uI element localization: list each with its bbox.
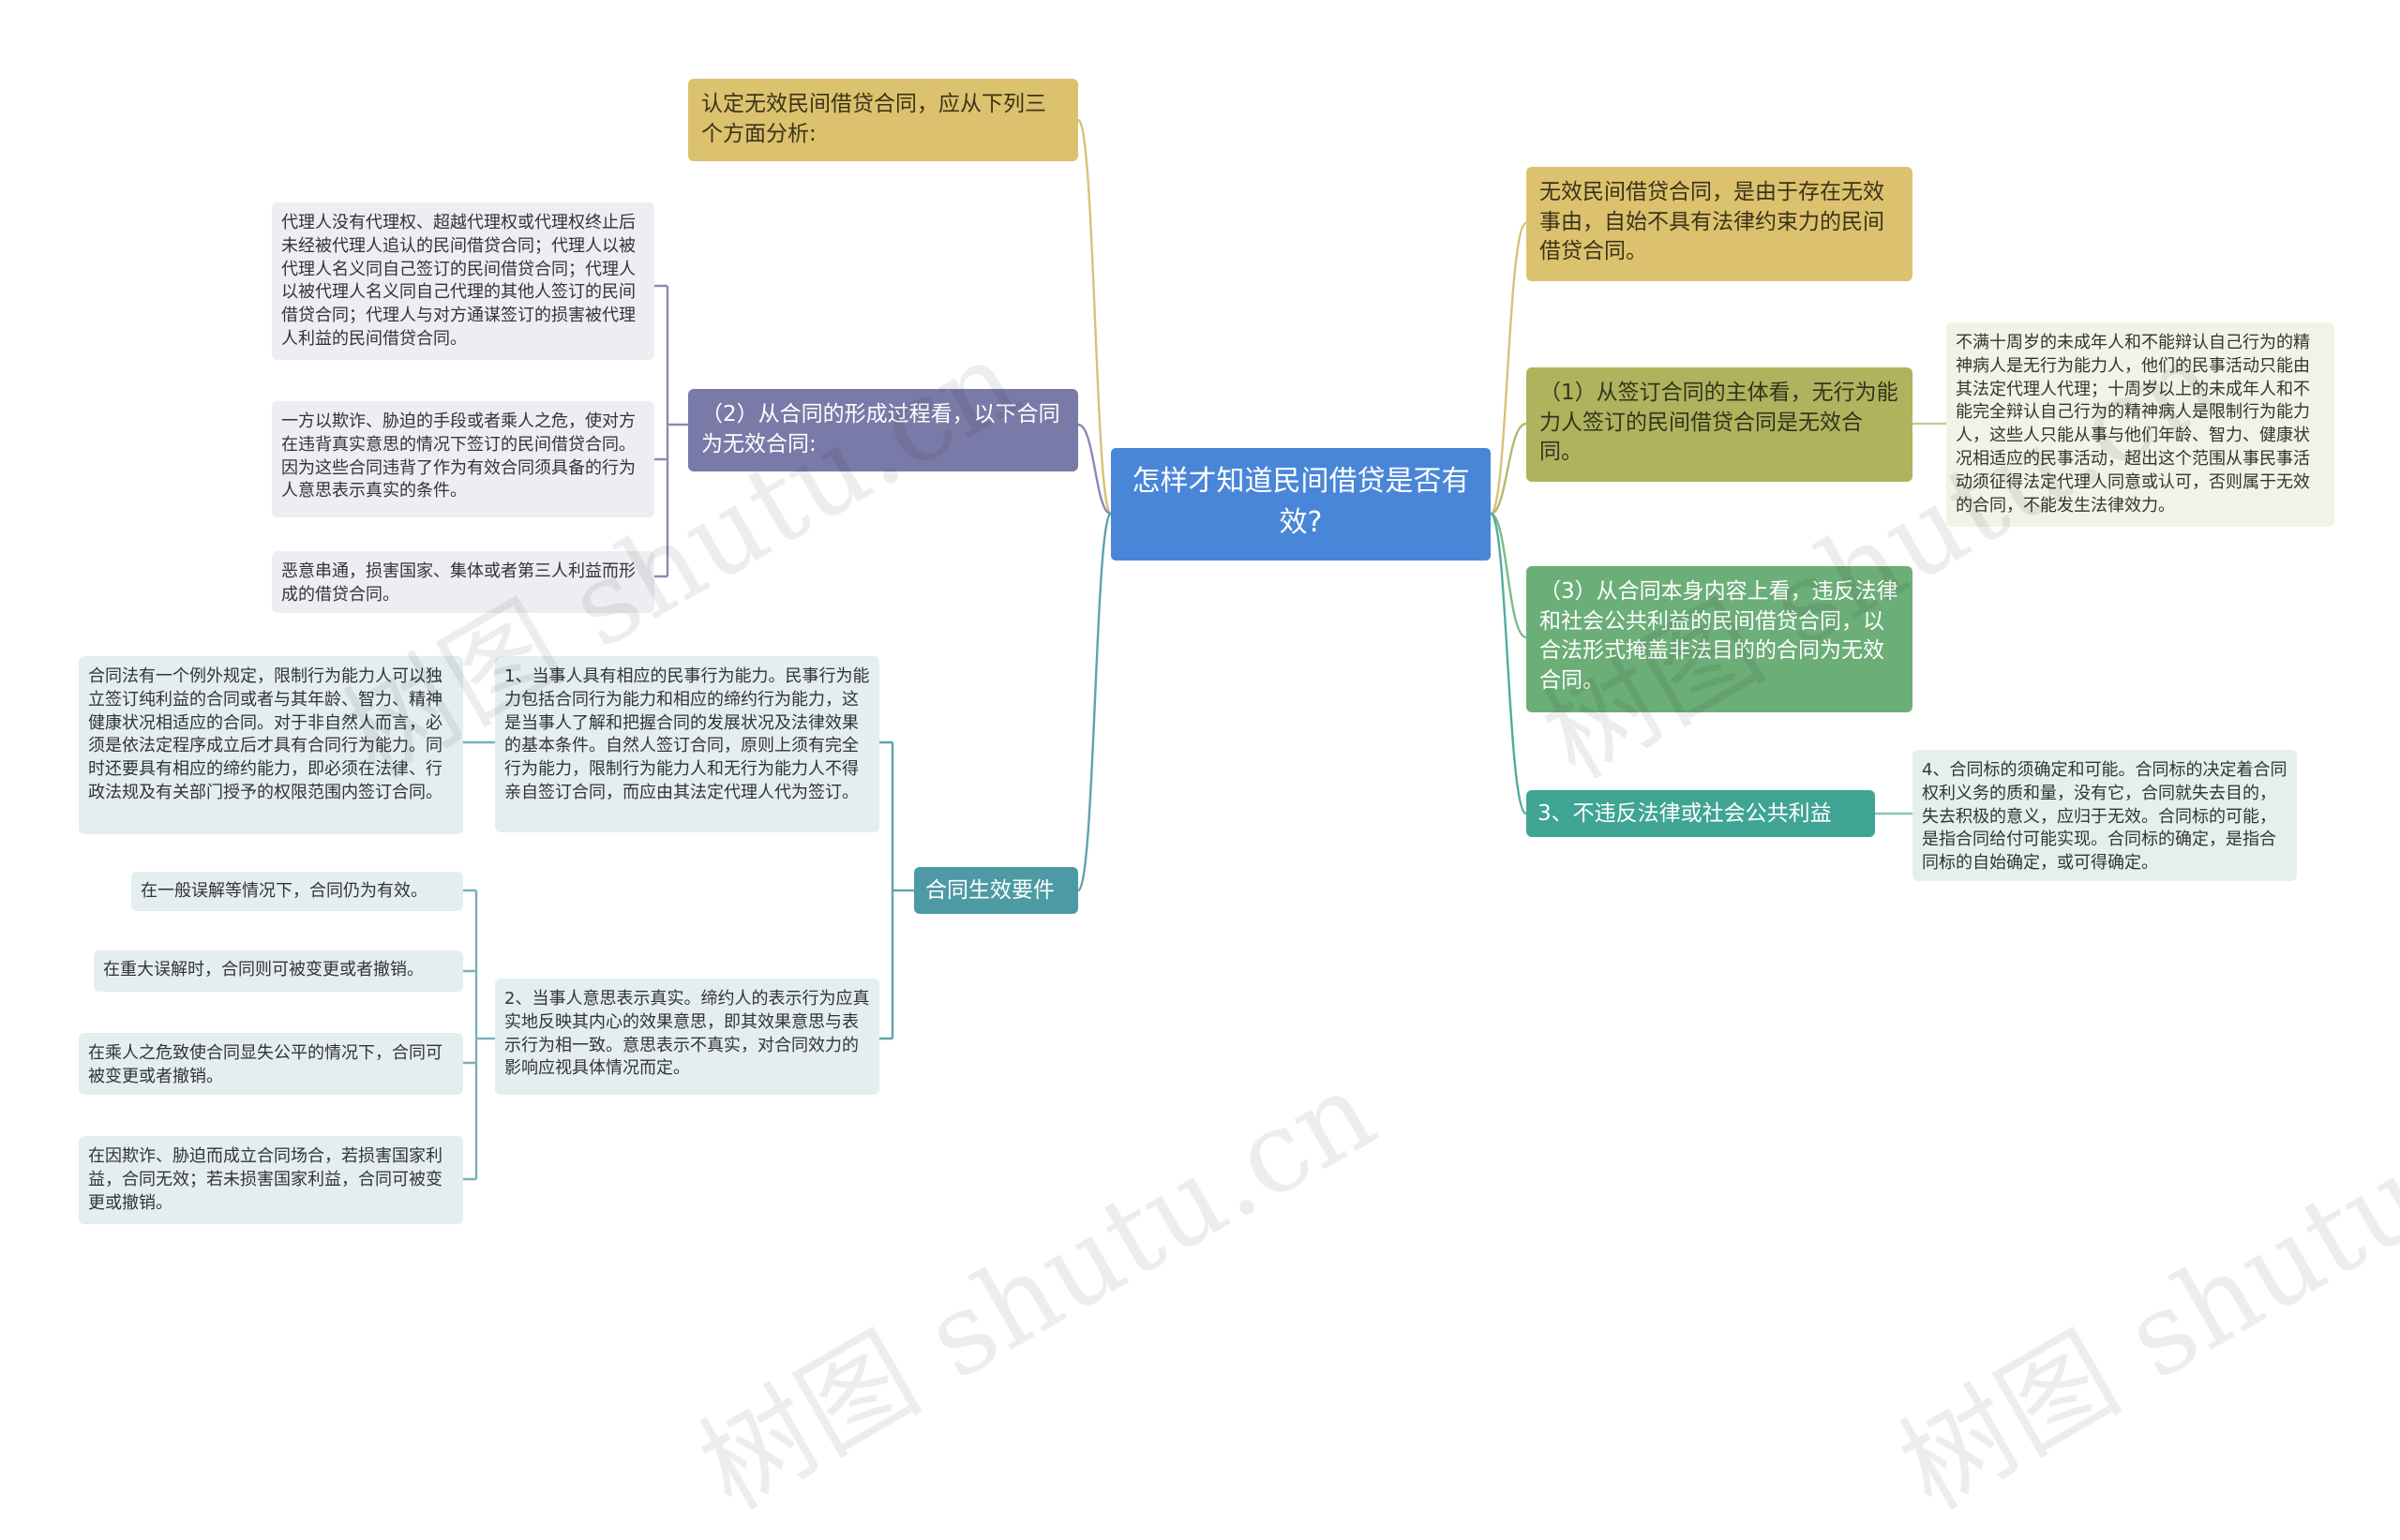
intent-general-mistake[interactable]: 在一般误解等情况下，合同仍为有效。 <box>131 872 463 911</box>
branch-analysis[interactable]: 认定无效民间借贷合同，应从下列三个方面分析: <box>688 79 1078 161</box>
branch-subject[interactable]: （1）从签订合同的主体看，无行为能力人签订的民间借贷合同是无效合同。 <box>1526 367 1912 482</box>
link-root-formation <box>1077 423 1112 516</box>
root-topic[interactable]: 怎样才知道民间借贷是否有效? <box>1111 448 1491 561</box>
link-validity-children <box>879 740 914 1040</box>
formation-item-agency[interactable]: 代理人没有代理权、超越代理权或代理权终止后未经被代理人追认的民间借贷合同；代理人… <box>272 202 654 360</box>
validity-capacity[interactable]: 1、当事人具有相应的民事行为能力。民事行为能力包括合同行为能力和相应的缔约行为能… <box>495 656 879 832</box>
formation-item-fraud[interactable]: 一方以欺诈、胁迫的手段或者乘人之危，使对方在违背真实意思的情况下签订的民间借贷合… <box>272 401 654 517</box>
link-formation-children <box>654 284 688 578</box>
link-root-content <box>1490 512 1527 639</box>
connector-lines <box>463 118 1946 1181</box>
validity-intent[interactable]: 2、当事人意思表示真实。缔约人的表示行为应真实地反映其内心的效果意思，即其效果意… <box>495 979 879 1095</box>
formation-item-collusion[interactable]: 恶意串通，损害国家、集体或者第三人利益而形成的借贷合同。 <box>272 551 654 613</box>
capacity-exception[interactable]: 合同法有一个例外规定，限制行为能力人可以独立签订纯利益的合同或者与其年龄、智力、… <box>79 656 463 834</box>
public-subject-matter[interactable]: 4、合同标的须确定和可能。合同标的决定着合同权利义务的质和量，没有它，合同就失去… <box>1912 750 2297 881</box>
link-root-analysis <box>1076 118 1113 516</box>
link-intent-children <box>463 889 495 1181</box>
link-root-subject <box>1490 422 1527 516</box>
intent-fraud[interactable]: 在因欺诈、胁迫而成立合同场合，若损害国家利益，合同无效；若未损害国家利益，合同可… <box>79 1136 463 1224</box>
link-root-validity <box>1076 512 1113 892</box>
branch-content[interactable]: （3）从合同本身内容上看，违反法律和社会公共利益的民间借贷合同，以合法形式掩盖非… <box>1526 566 1912 712</box>
intent-major-mistake[interactable]: 在重大误解时，合同则可被变更或者撤销。 <box>94 950 463 992</box>
link-root-definition <box>1489 221 1528 516</box>
link-root-public <box>1489 512 1528 815</box>
branch-formation[interactable]: （2）从合同的形成过程看，以下合同为无效合同: <box>688 389 1078 471</box>
subject-explanation[interactable]: 不满十周岁的未成年人和不能辩认自己行为的精神病人是无行为能力人，他们的民事活动只… <box>1946 322 2334 527</box>
branch-validity[interactable]: 合同生效要件 <box>914 867 1078 914</box>
branch-definition[interactable]: 无效民间借贷合同，是由于存在无效事由，自始不具有法律约束力的民间借贷合同。 <box>1526 167 1912 281</box>
branch-public-interest[interactable]: 3、不违反法律或社会公共利益 <box>1526 790 1875 837</box>
intent-unfair[interactable]: 在乘人之危致使合同显失公平的情况下，合同可被变更或者撤销。 <box>79 1033 463 1095</box>
